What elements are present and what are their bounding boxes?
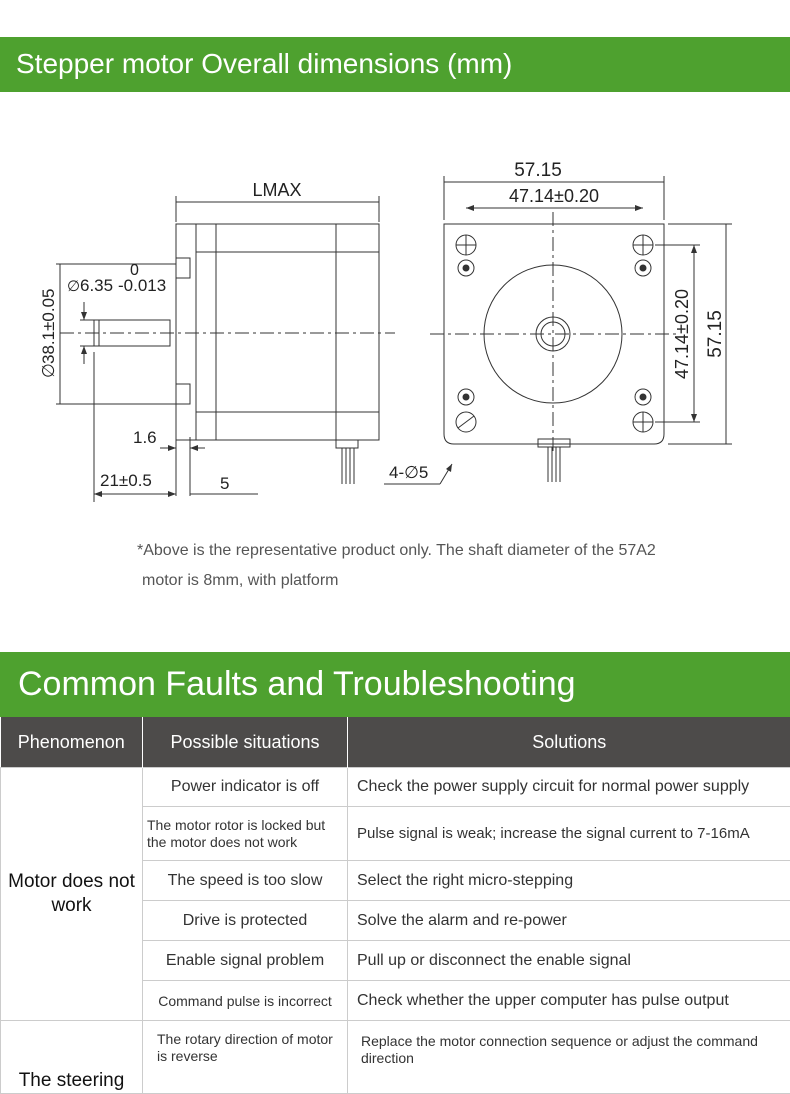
solution-cell: Pulse signal is weak; increase the signa… [348, 807, 790, 861]
shaft-dia-symbol: ∅ [67, 278, 80, 295]
boss-dia-symbol: ∅ [39, 363, 58, 378]
situation-cell: The rotary direction of motor is reverse [143, 1021, 348, 1094]
shaft-dia-label: 6.35 [80, 276, 113, 295]
situation-cell: Enable signal problem [143, 941, 348, 981]
overall-height-label: 57.15 [705, 310, 726, 358]
lmax-label: LMAX [252, 180, 301, 200]
header-solutions: Solutions [348, 717, 790, 768]
solution-cell: Check whether the upper computer has pul… [348, 981, 790, 1021]
situation-cell: The speed is too slow [143, 861, 348, 901]
section-banner-faults: Common Faults and Troubleshooting [0, 652, 790, 717]
situation-cell: Power indicator is off [143, 768, 348, 807]
boss-dia-label: 38.1±0.05 [39, 288, 58, 364]
holes-label: 4-∅5 [389, 463, 428, 482]
note-line-1: *Above is the representative product onl… [137, 536, 757, 566]
motor-dimension-drawing: LMAX ∅ 6.35 0 -0.013 ∅ 38.1±0.05 1.6 21±… [0, 92, 790, 532]
shaft-tol-lower: -0.013 [118, 276, 166, 295]
section-title: Common Faults and Troubleshooting [18, 665, 576, 704]
table-header-row: Phenomenon Possible situations Solutions [1, 717, 790, 768]
section-banner-dimensions: Stepper motor Overall dimensions (mm) [0, 37, 790, 92]
situation-cell: The motor rotor is locked but the motor … [143, 807, 348, 861]
phenomenon-cell: Motor does not work [1, 768, 143, 1021]
phenomenon-cell: The steering [1, 1021, 143, 1094]
header-situations: Possible situations [143, 717, 348, 768]
hole-spacing-v-label: 47.14±0.20 [672, 289, 692, 379]
faults-table: Phenomenon Possible situations Solutions… [0, 717, 790, 1094]
solution-cell: Solve the alarm and re-power [348, 901, 790, 941]
solution-cell: Replace the motor connection sequence or… [348, 1021, 790, 1094]
boss-height-label: 5 [220, 474, 229, 493]
note-line-2: motor is 8mm, with platform [142, 566, 762, 596]
hole-spacing-h-label: 47.14±0.20 [509, 186, 599, 206]
section-title: Stepper motor Overall dimensions (mm) [16, 48, 512, 80]
situation-cell: Drive is protected [143, 901, 348, 941]
solution-cell: Select the right micro-stepping [348, 861, 790, 901]
flange-thickness-label: 1.6 [133, 428, 157, 447]
motor-body-outline [176, 224, 379, 440]
solution-cell: Pull up or disconnect the enable signal [348, 941, 790, 981]
solution-cell: Check the power supply circuit for norma… [348, 768, 790, 807]
table-row: Motor does not work Power indicator is o… [1, 768, 790, 807]
situation-cell: Command pulse is incorrect [143, 981, 348, 1021]
shaft-length-label: 21±0.5 [100, 471, 152, 490]
table-row: The steering The rotary direction of mot… [1, 1021, 790, 1094]
header-phenomenon: Phenomenon [1, 717, 143, 768]
overall-width-label: 57.15 [514, 160, 562, 181]
